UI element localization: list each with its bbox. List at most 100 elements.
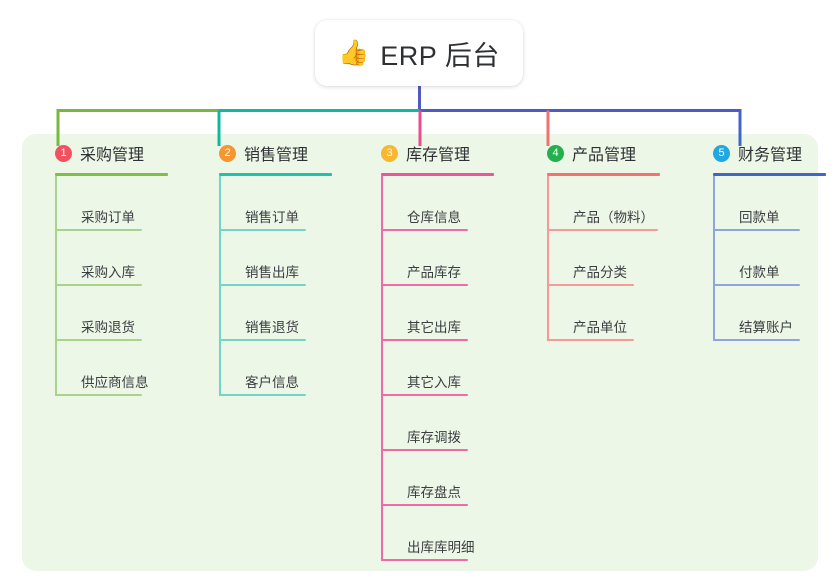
leaf-item[interactable]: 产品库存: [381, 231, 494, 286]
column-items: 采购订单采购入库采购退货供应商信息: [55, 176, 168, 396]
column-items: 仓库信息产品库存其它出库其它入库库存调拨库存盘点出库库明细: [381, 176, 494, 561]
column-header-2[interactable]: 2 销售管理: [200, 140, 332, 166]
leaf-item-rule: [55, 229, 142, 231]
diagram-panel: [22, 134, 818, 571]
column-header-rule: [55, 173, 168, 176]
leaf-item-label: 销售订单: [245, 210, 299, 226]
leaf-item-rule: [381, 339, 468, 341]
leaf-item-rule: [381, 449, 468, 451]
leaf-item[interactable]: 采购退货: [55, 286, 168, 341]
leaf-item-label: 产品（物料）: [573, 210, 654, 226]
column-title: 财务管理: [738, 147, 803, 164]
column-spine: [547, 176, 549, 341]
column-1: 1 采购管理采购订单采购入库采购退货供应商信息: [36, 140, 168, 396]
leaf-item-label: 采购入库: [81, 265, 135, 281]
column-spine: [381, 176, 383, 561]
leaf-item-rule: [219, 229, 306, 231]
column-badge: 5: [713, 144, 730, 162]
column-items: 回款单付款单结算账户: [713, 176, 826, 341]
root-node[interactable]: 👍 ERP 后台: [315, 20, 523, 86]
column-header-1[interactable]: 1 采购管理: [36, 140, 168, 166]
leaf-item[interactable]: 库存调拨: [381, 396, 494, 451]
column-items: 产品（物料） 产品分类产品单位: [547, 176, 660, 341]
column-items: 销售订单销售出库销售退货客户信息: [219, 176, 332, 396]
leaf-item[interactable]: 供应商信息: [55, 341, 168, 396]
leaf-item-rule: [381, 284, 468, 286]
leaf-item-rule: [381, 394, 468, 396]
leaf-item-label: 仓库信息: [407, 210, 461, 226]
column-badge: 2: [219, 144, 236, 162]
column-header-rule: [219, 173, 332, 176]
column-2: 2 销售管理销售订单销售出库销售退货客户信息: [200, 140, 332, 396]
leaf-item-label: 采购订单: [81, 210, 135, 226]
leaf-item[interactable]: 付款单: [713, 231, 826, 286]
leaf-item[interactable]: 销售订单: [219, 176, 332, 231]
leaf-item-rule: [55, 339, 142, 341]
leaf-item-label: 销售出库: [245, 265, 299, 281]
leaf-item-label: 客户信息: [245, 375, 299, 391]
column-header-rule: [381, 173, 494, 176]
column-4: 4 产品管理产品（物料） 产品分类产品单位: [528, 140, 660, 341]
leaf-item[interactable]: 产品（物料）: [547, 176, 660, 231]
column-3: 3 库存管理仓库信息产品库存其它出库其它入库库存调拨库存盘点出库库明细: [362, 140, 494, 561]
leaf-item[interactable]: 仓库信息: [381, 176, 494, 231]
column-header-5[interactable]: 5 财务管理: [694, 140, 826, 166]
leaf-item-rule: [219, 339, 306, 341]
column-header-3[interactable]: 3 库存管理: [362, 140, 494, 166]
leaf-item-label: 销售退货: [245, 320, 299, 336]
leaf-item[interactable]: 其它入库: [381, 341, 494, 396]
column-badge: 4: [547, 144, 564, 162]
leaf-item[interactable]: 采购订单: [55, 176, 168, 231]
column-header-rule: [547, 173, 660, 176]
leaf-item-rule: [381, 559, 468, 561]
leaf-item-rule: [547, 339, 634, 341]
leaf-item[interactable]: 销售出库: [219, 231, 332, 286]
leaf-item-label: 产品库存: [407, 265, 461, 281]
column-badge: 1: [55, 144, 72, 162]
leaf-item-rule: [55, 284, 142, 286]
leaf-item[interactable]: 库存盘点: [381, 451, 494, 506]
root-node-label: ERP 后台: [380, 40, 500, 71]
leaf-item-rule: [381, 229, 468, 231]
leaf-item[interactable]: 其它出库: [381, 286, 494, 341]
leaf-item[interactable]: 回款单: [713, 176, 826, 231]
leaf-item-rule: [381, 504, 468, 506]
column-title: 库存管理: [406, 147, 471, 164]
leaf-item[interactable]: 产品单位: [547, 286, 660, 341]
leaf-item-rule: [713, 229, 800, 231]
leaf-item-label: 产品单位: [573, 320, 627, 336]
leaf-item-label: 回款单: [739, 210, 780, 226]
leaf-item-label: 其它出库: [407, 320, 461, 336]
column-badge: 3: [381, 144, 398, 162]
leaf-item-label: 采购退货: [81, 320, 135, 336]
column-spine: [55, 176, 57, 396]
leaf-item-label: 出库库明细: [407, 540, 475, 556]
leaf-item[interactable]: 销售退货: [219, 286, 332, 341]
leaf-item-rule: [713, 284, 800, 286]
leaf-item-rule: [55, 394, 142, 396]
leaf-item-label: 库存调拨: [407, 430, 461, 446]
column-header-rule: [713, 173, 826, 176]
leaf-item-label: 结算账户: [739, 320, 793, 336]
column-5: 5 财务管理回款单付款单结算账户: [694, 140, 826, 341]
column-header-4[interactable]: 4 产品管理: [528, 140, 660, 166]
leaf-item[interactable]: 采购入库: [55, 231, 168, 286]
column-title: 销售管理: [244, 147, 309, 164]
leaf-item-label: 其它入库: [407, 375, 461, 391]
column-title: 采购管理: [80, 147, 145, 164]
column-title: 产品管理: [572, 147, 637, 164]
leaf-item-label: 供应商信息: [81, 375, 149, 391]
thumbs-up-icon: 👍: [338, 38, 370, 67]
leaf-item[interactable]: 产品分类: [547, 231, 660, 286]
leaf-item-rule: [713, 339, 800, 341]
leaf-item-label: 产品分类: [573, 265, 627, 281]
leaf-item-rule: [547, 229, 658, 231]
leaf-item-label: 付款单: [739, 265, 780, 281]
column-spine: [219, 176, 221, 396]
leaf-item[interactable]: 客户信息: [219, 341, 332, 396]
leaf-item-rule: [219, 394, 306, 396]
leaf-item[interactable]: 结算账户: [713, 286, 826, 341]
leaf-item[interactable]: 出库库明细: [381, 506, 494, 561]
leaf-item-label: 库存盘点: [407, 485, 461, 501]
